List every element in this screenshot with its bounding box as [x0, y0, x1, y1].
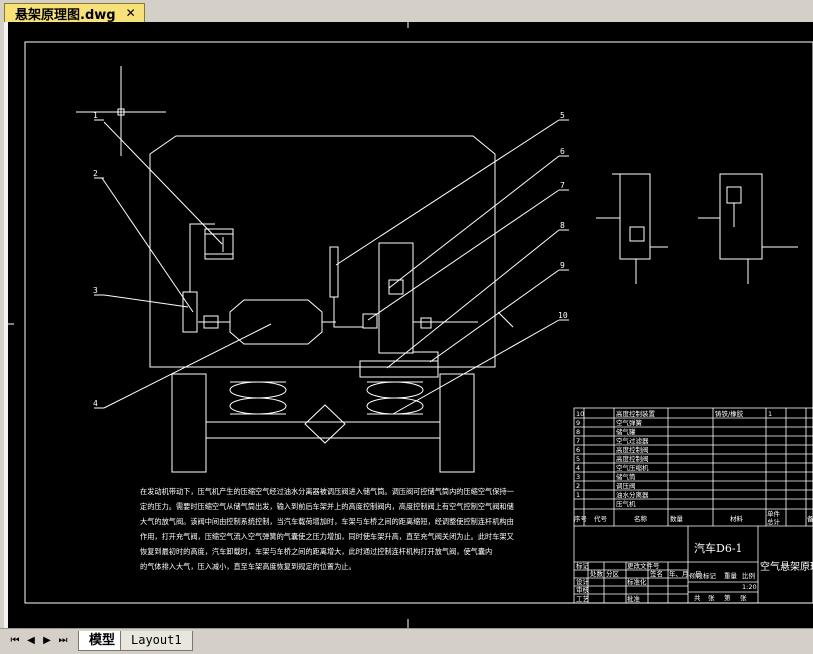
tb-sign-col: 更改文件号 [627, 561, 660, 570]
tb-sign-col: 分区 [606, 569, 620, 578]
tb-header: 代号 [594, 514, 608, 523]
tb-row-name: 储气筒 [616, 472, 636, 481]
description-line: 作用，打开充气阀，压缩空气流入空气弹簧的气囊使之压力增加，同时使车架升高，直至充… [140, 532, 514, 541]
close-icon[interactable]: ✕ [125, 6, 136, 20]
tb-row-name: 储气罐 [616, 427, 636, 436]
callout-number: 6 [560, 147, 565, 156]
tb-row-name: 调压阀 [616, 481, 636, 490]
tb-sign-row: 标记 [576, 561, 590, 570]
callout-number: 2 [93, 169, 98, 178]
description-line: 大气的放气阀。该阀中间由控制系统控制，当汽车载荷增加时，车架与车桥之间的距离缩短… [140, 517, 514, 526]
left-air-spring [229, 381, 287, 415]
tb-row-no: 7 [576, 437, 580, 445]
tb-sheet-label: 共 [694, 593, 701, 602]
document-tab-title: 悬架原理图.dwg [15, 7, 116, 23]
tb-row-no: 1 [576, 491, 580, 499]
tb-header: 备注 [807, 514, 813, 523]
tb-row-name: 油水分离器 [616, 490, 649, 499]
crosshair-cursor [76, 66, 166, 156]
tb-drawing-name: 空气悬架原理图 [760, 560, 813, 573]
description-line: 定的压力。需要时压缩空气从储气筒出发，输入到前后车架并上的高度控制阀内，高度控制… [140, 502, 514, 511]
height-control-valve [378, 242, 414, 354]
document-tab-bar: 悬架原理图.dwg ✕ [0, 0, 813, 23]
tb-sheet-label: 张 [740, 593, 747, 602]
callout-number: 3 [93, 286, 98, 295]
prev-tab-icon[interactable]: ◀ [27, 635, 35, 646]
tb-header: 序号 [574, 514, 588, 523]
tb-sign-row: 工艺 [576, 595, 590, 603]
tb-stage-label: 阶段标记 [690, 571, 717, 580]
axle [205, 421, 441, 439]
tb-row-name: 空气压缩机 [616, 463, 649, 472]
leveling-valve [362, 313, 378, 329]
tb-row-no: 6 [576, 446, 580, 454]
callout-leaders [94, 119, 569, 415]
tb-header: 单件 [767, 509, 781, 518]
tb-sheet-label: 张 [708, 593, 715, 602]
tab-model[interactable]: 模型 [78, 631, 127, 651]
tb-row-name: 高度控制阀 [616, 445, 649, 454]
air-reservoir [229, 299, 323, 345]
pressure-regulator [203, 315, 219, 329]
tb-row-no: 10 [576, 410, 584, 418]
tb-row-name: 空气弹簧 [616, 418, 643, 427]
tb-sign-row: 审核 [576, 585, 590, 594]
tb-row-no: 9 [576, 419, 580, 427]
callout-number: 5 [560, 111, 565, 120]
tb-row-no: 4 [576, 464, 580, 472]
tb-sign-col: 签名 [650, 569, 663, 578]
tb-scale: 1:20 [742, 583, 757, 591]
differential [304, 404, 346, 444]
tb-approve-label: 批准 [627, 594, 641, 603]
tb-header: 材料 [730, 514, 744, 523]
tb-header: 总计 [767, 517, 781, 526]
callout-number: 4 [93, 399, 98, 408]
tb-row-name: 空气过滤器 [616, 436, 649, 445]
callout-number: 1 [93, 111, 98, 120]
tb-sheet-label: 第 [724, 593, 731, 602]
tb-stage-label: 比例 [742, 571, 755, 580]
next-tab-icon[interactable]: ▶ [43, 635, 51, 646]
tb-row-mat: 铸铁/橡胶 [715, 409, 744, 418]
description-line: 在发动机带动下，压气机产生的压缩空气经过油水分离器被调压阀进入储气筒。调压阀可控… [140, 487, 514, 496]
control-valve-body [388, 279, 404, 295]
tb-header: 数量 [670, 514, 684, 523]
document-tab[interactable]: 悬架原理图.dwg ✕ [4, 3, 145, 23]
description-line: 恢复到最初时的高度，汽车卸载时，车架与车桥之间的距离增大，此时通过控制连杆机构打… [140, 547, 492, 556]
layout-tab-bar: ⏮ ◀ ▶ ⏭ 模型 Layout1 [0, 628, 813, 654]
tb-row-name: 高度控制装置 [616, 409, 656, 418]
tb-stage-label: 重量 [724, 572, 738, 580]
tab-layout1[interactable]: Layout1 [120, 631, 193, 651]
tb-row-weight: 1 [768, 410, 772, 418]
tb-row-name: 压气机 [616, 499, 636, 508]
tb-sign-row: 设计 [576, 577, 590, 586]
right-air-spring [366, 381, 424, 415]
tb-row-name: 高度控制阀 [616, 454, 649, 463]
tb-row-no: 8 [576, 428, 580, 436]
tb-project: 汽车D6-1 [694, 541, 743, 555]
tb-row-no: 3 [576, 473, 580, 481]
last-tab-icon[interactable]: ⏭ [58, 635, 68, 646]
tb-header: 名称 [634, 514, 648, 523]
callout-number: 7 [560, 181, 565, 190]
drawing-frame [24, 41, 813, 604]
valve-detail-view-a [596, 173, 668, 284]
tb-sign-col: 处数 [590, 569, 604, 578]
description-line: 的气体排入大气，压入减小，直至车架高度恢复到规定的位置为止。 [140, 562, 356, 571]
vehicle-body-outline [149, 135, 496, 368]
callout-number: 9 [560, 261, 565, 270]
tb-row-no: 5 [576, 455, 580, 463]
valve-base-plate [359, 360, 439, 378]
callout-number: 8 [560, 221, 565, 230]
compressor [204, 228, 234, 260]
tb-sign-col: 年、月、日 [669, 569, 702, 578]
drawing-canvas[interactable]: 1 2 3 4 5 6 7 8 9 10 在发动机带动下，压气机产生的压缩空气经… [8, 22, 813, 628]
title-block: 序号 代号 名称 数量 材料 单件 总计 备注 10 高度控制装置 铸铁/橡胶 … [573, 407, 813, 604]
callout-number: 10 [558, 311, 568, 320]
tb-std-label: 标准化 [627, 577, 647, 586]
canvas-background [8, 22, 813, 628]
valve-detail-view-b [698, 173, 798, 284]
first-tab-icon[interactable]: ⏮ [10, 635, 20, 646]
tb-row-no: 2 [576, 482, 580, 490]
